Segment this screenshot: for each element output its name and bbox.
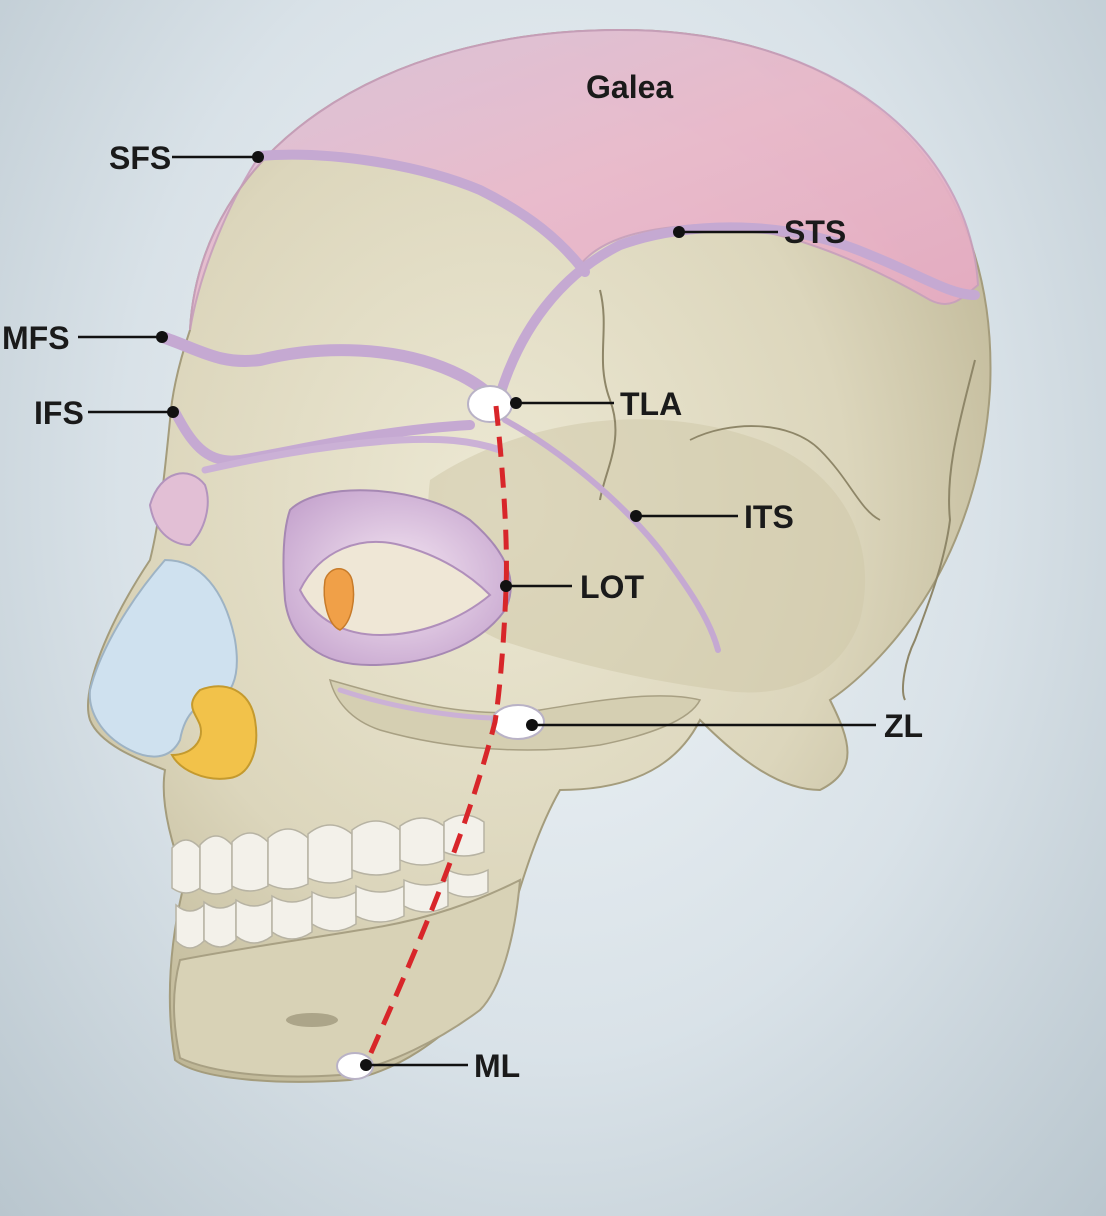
sts-label: STS	[784, 214, 846, 250]
supraorbital-band	[201, 435, 504, 474]
zl-label: ZL	[884, 708, 923, 744]
leader-lines	[78, 151, 876, 1071]
mfs-label: MFS	[2, 320, 70, 356]
tla-anchor-dot	[510, 397, 522, 409]
labels: Galea SFS STS MFS TLA IFS ITS LOT ZL ML	[2, 69, 923, 1084]
inferior-temporal-septum	[502, 417, 721, 653]
temporal-shadow	[428, 419, 866, 693]
ligament-markers	[336, 385, 545, 1080]
ml-anchor-dot	[360, 1059, 372, 1071]
orbit	[282, 489, 512, 667]
lateral-nasal-cartilage	[88, 558, 238, 758]
mandible	[173, 878, 522, 1078]
lambdoid-suture	[902, 359, 976, 701]
fascia-bands	[159, 149, 980, 721]
ml-label: ML	[474, 1048, 520, 1084]
zl-anchor-dot	[526, 719, 538, 731]
galea-label: Galea	[586, 69, 673, 105]
superior-frontal-septum	[253, 149, 590, 277]
sfs-anchor-dot	[252, 151, 264, 163]
lot-label: LOT	[580, 569, 644, 605]
its-label: ITS	[744, 499, 794, 535]
teeth	[171, 814, 489, 949]
alar-cartilage	[170, 685, 258, 780]
lot-anchor-dot	[500, 580, 512, 592]
sfs-label: SFS	[109, 140, 171, 176]
ifs-label: IFS	[34, 395, 84, 431]
skull-illustration	[87, 28, 992, 1083]
coronal-suture	[599, 289, 617, 501]
ifs-anchor-dot	[167, 406, 179, 418]
its-anchor-dot	[630, 510, 642, 522]
mfs-anchor-dot	[156, 331, 168, 343]
sts-anchor-dot	[673, 226, 685, 238]
squamous-suture	[689, 425, 881, 521]
ear-canal	[323, 568, 355, 631]
ligament-line	[363, 405, 509, 1066]
mental-foramen	[286, 1013, 338, 1027]
nasal-bone-tissue	[148, 472, 209, 547]
tla-label: TLA	[620, 386, 682, 422]
middle-frontal-septum	[159, 332, 501, 406]
superior-temporal-septum	[495, 222, 980, 400]
temporal-ligamentous-adhesion-marker	[467, 385, 513, 423]
nasal-cartilage	[88, 472, 258, 780]
